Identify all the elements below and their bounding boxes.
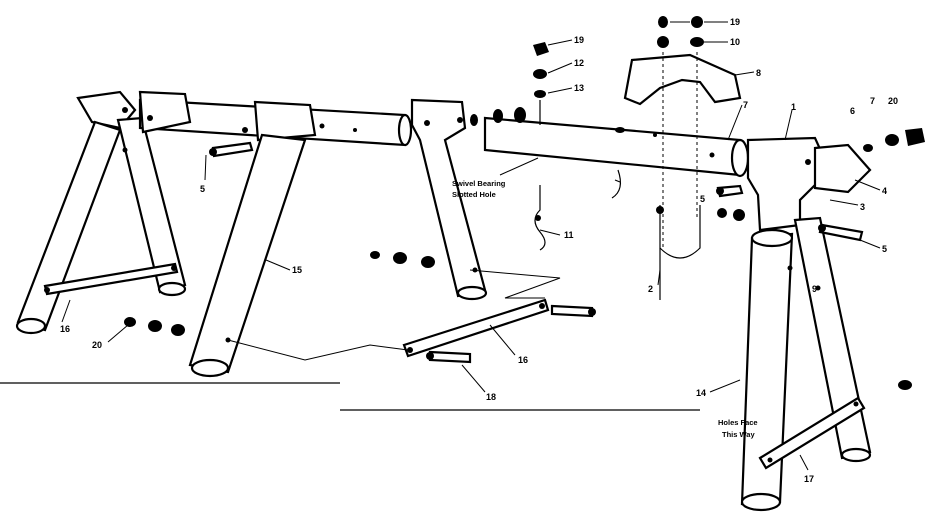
callout-19-right: 19 — [730, 17, 740, 27]
swing-hooks — [534, 169, 622, 251]
right-rear-leg-9 — [793, 216, 872, 460]
callout-2: 2 — [648, 284, 653, 294]
callouts: 19 12 13 19 10 8 7 1 6 7 20 4 3 5 5 5 15… — [60, 17, 898, 484]
left-front-leg-end — [15, 317, 47, 335]
center-brace-16 — [402, 298, 550, 358]
callout-1: 1 — [791, 102, 796, 112]
callout-7-beam: 7 — [743, 100, 748, 110]
center-brace — [227, 269, 596, 364]
right-a-frame — [740, 136, 872, 512]
callout-4: 4 — [882, 186, 887, 196]
left-front-leg — [16, 120, 122, 332]
callout-5-mid: 5 — [700, 194, 705, 204]
callout-19-left: 19 — [574, 35, 584, 45]
notes: Swivel Bearing Slotted Hole Holes Face T… — [452, 179, 758, 439]
left-a-frame — [15, 90, 187, 335]
mid-saddle-bracket — [253, 100, 317, 142]
left-saddle-bracket — [138, 90, 192, 134]
callout-7-cap: 7 — [870, 96, 875, 106]
callout-5-left: 5 — [200, 184, 205, 194]
callout-13: 13 — [574, 83, 584, 93]
callout-16-center: 16 — [518, 355, 528, 365]
corner-fitting — [746, 136, 827, 232]
callout-20-right: 20 — [888, 96, 898, 106]
clamp-bracket — [623, 53, 742, 106]
right-brace-17 — [758, 396, 866, 470]
top-hardware — [533, 16, 925, 248]
left-rear-leg-end — [157, 281, 187, 297]
top-beam-right — [483, 116, 750, 178]
center-left-a-frame — [188, 133, 307, 378]
leader-lines — [61, 21, 881, 471]
note-holes-line1: Holes Face — [718, 418, 758, 427]
callout-11: 11 — [564, 230, 574, 240]
callout-16-left: 16 — [60, 324, 70, 334]
top-beam-left — [138, 90, 413, 147]
callout-3: 3 — [860, 202, 865, 212]
callout-18: 18 — [486, 392, 496, 402]
callout-12: 12 — [574, 58, 584, 68]
callout-9: 9 — [812, 284, 817, 294]
u-bolt-body — [659, 205, 701, 259]
callout-14: 14 — [696, 388, 706, 398]
callout-6: 6 — [850, 106, 855, 116]
callout-10: 10 — [730, 37, 740, 47]
callout-5-right: 5 — [882, 244, 887, 254]
note-holes-line2: This Way — [722, 430, 755, 439]
note-swivel-line2: Slotted Hole — [452, 190, 496, 199]
callout-15: 15 — [292, 265, 302, 275]
end-cap-dome — [813, 143, 872, 194]
callout-17: 17 — [804, 474, 814, 484]
left-rear-leg — [116, 116, 187, 294]
callout-20-left: 20 — [92, 340, 102, 350]
beam-right-tube — [483, 116, 742, 177]
center-leg — [410, 98, 488, 301]
nut-clusters — [124, 251, 912, 390]
callout-8: 8 — [756, 68, 761, 78]
u-bolt — [656, 205, 701, 300]
top-clamp-8 — [623, 53, 742, 106]
long-leg-15 — [188, 133, 307, 374]
note-swivel-line1: Swivel Bearing — [452, 179, 506, 188]
beam-hardware-chain — [470, 107, 526, 126]
